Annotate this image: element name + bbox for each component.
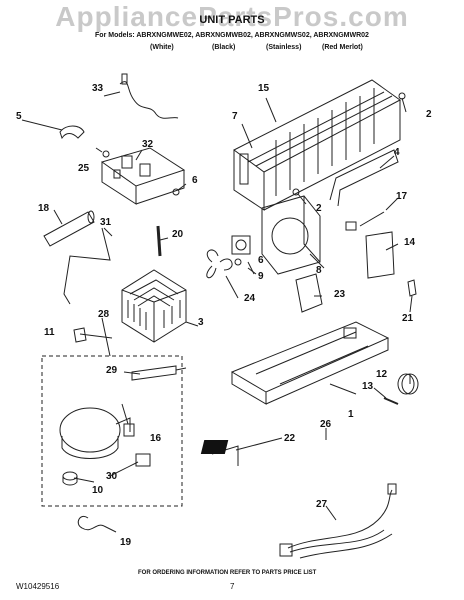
callout-23: 23 <box>334 289 346 300</box>
callout-21: 21 <box>402 313 414 324</box>
callout-5: 5 <box>16 111 22 122</box>
callout-19: 19 <box>120 537 132 548</box>
part-capacitor <box>135 453 151 467</box>
part-control-box <box>100 147 186 205</box>
page-number: 7 <box>230 582 235 591</box>
model-list: For Models: ABRXNGMWE02, ABRXNGMWB02, AB… <box>95 32 369 39</box>
callout-10: 10 <box>92 485 104 496</box>
part-condenser <box>121 269 187 343</box>
part-fan-blade <box>206 249 233 279</box>
color-stainless: (Stainless) <box>266 44 302 51</box>
callout-13: 13 <box>362 381 374 392</box>
part-heater-wire <box>119 73 179 119</box>
part-evaporator-coil <box>233 79 401 211</box>
callout-2-upper: 2 <box>426 109 432 120</box>
part-screw-2b <box>292 188 300 196</box>
callout-15: 15 <box>258 83 270 94</box>
document-number: W10429516 <box>16 582 60 591</box>
callout-24: 24 <box>244 293 256 304</box>
part-screw-25 <box>102 150 110 158</box>
part-drain-tube <box>63 227 111 305</box>
part-base-pan <box>230 321 390 405</box>
callout-32: 32 <box>142 139 154 150</box>
part-insulation-tube <box>43 210 95 247</box>
callout-25: 25 <box>78 163 90 174</box>
color-black: (Black) <box>212 44 236 51</box>
compressor-kit-box <box>41 355 183 507</box>
callout-6-lower: 6 <box>258 255 264 266</box>
part-wheel <box>397 373 419 395</box>
part-screw-6b <box>234 258 242 266</box>
callout-2-lower: 2 <box>316 203 322 214</box>
watermark: AppliancePartsPros.com <box>55 1 409 32</box>
part-grommet <box>62 471 78 486</box>
callout-26: 26 <box>320 419 332 430</box>
color-white: (White) <box>150 44 174 51</box>
part-fan-shroud <box>261 195 321 275</box>
part-thermostat <box>345 211 385 231</box>
callout-16: 16 <box>150 433 162 444</box>
callout-4: 4 <box>394 147 400 158</box>
part-screw-6a <box>172 188 180 196</box>
callout-1: 1 <box>348 409 354 420</box>
callout-28: 28 <box>98 309 110 320</box>
part-filter-drier <box>131 365 187 381</box>
callout-11: 11 <box>44 327 55 338</box>
color-red-merlot: (Red Merlot) <box>322 44 363 51</box>
part-defrost-heater <box>329 149 399 207</box>
ordering-note: FOR ORDERING INFORMATION REFER TO PARTS … <box>138 570 317 576</box>
callout-33: 33 <box>92 83 104 94</box>
callout-14: 14 <box>404 237 416 248</box>
callout-31: 31 <box>100 217 112 228</box>
part-foam-block <box>295 273 323 313</box>
callout-9: 9 <box>258 271 264 282</box>
part-compressor <box>59 407 131 459</box>
part-clip <box>59 125 85 140</box>
callout-8: 8 <box>316 265 322 276</box>
part-relay <box>123 423 135 437</box>
part-rod <box>156 225 162 257</box>
callout-12: 12 <box>376 369 388 380</box>
callout-17: 17 <box>396 191 408 202</box>
part-bracket <box>407 279 417 297</box>
part-foam-pad <box>365 231 395 279</box>
callout-20: 20 <box>172 229 184 240</box>
part-axle <box>383 397 399 405</box>
callout-27: 27 <box>316 499 328 510</box>
callout-6-upper: 6 <box>192 175 198 186</box>
callout-30: 30 <box>106 471 118 482</box>
part-wiring-harness <box>279 483 397 559</box>
page-title: UNIT PARTS <box>199 14 265 26</box>
callout-7: 7 <box>232 111 238 122</box>
part-clip-11 <box>73 327 87 343</box>
callout-3: 3 <box>198 317 204 328</box>
callout-18: 18 <box>38 203 50 214</box>
callout-22: 22 <box>284 433 296 444</box>
part-label <box>200 440 229 454</box>
part-fan-motor <box>231 235 251 255</box>
part-wire-19 <box>77 515 105 531</box>
callout-29: 29 <box>106 365 118 376</box>
